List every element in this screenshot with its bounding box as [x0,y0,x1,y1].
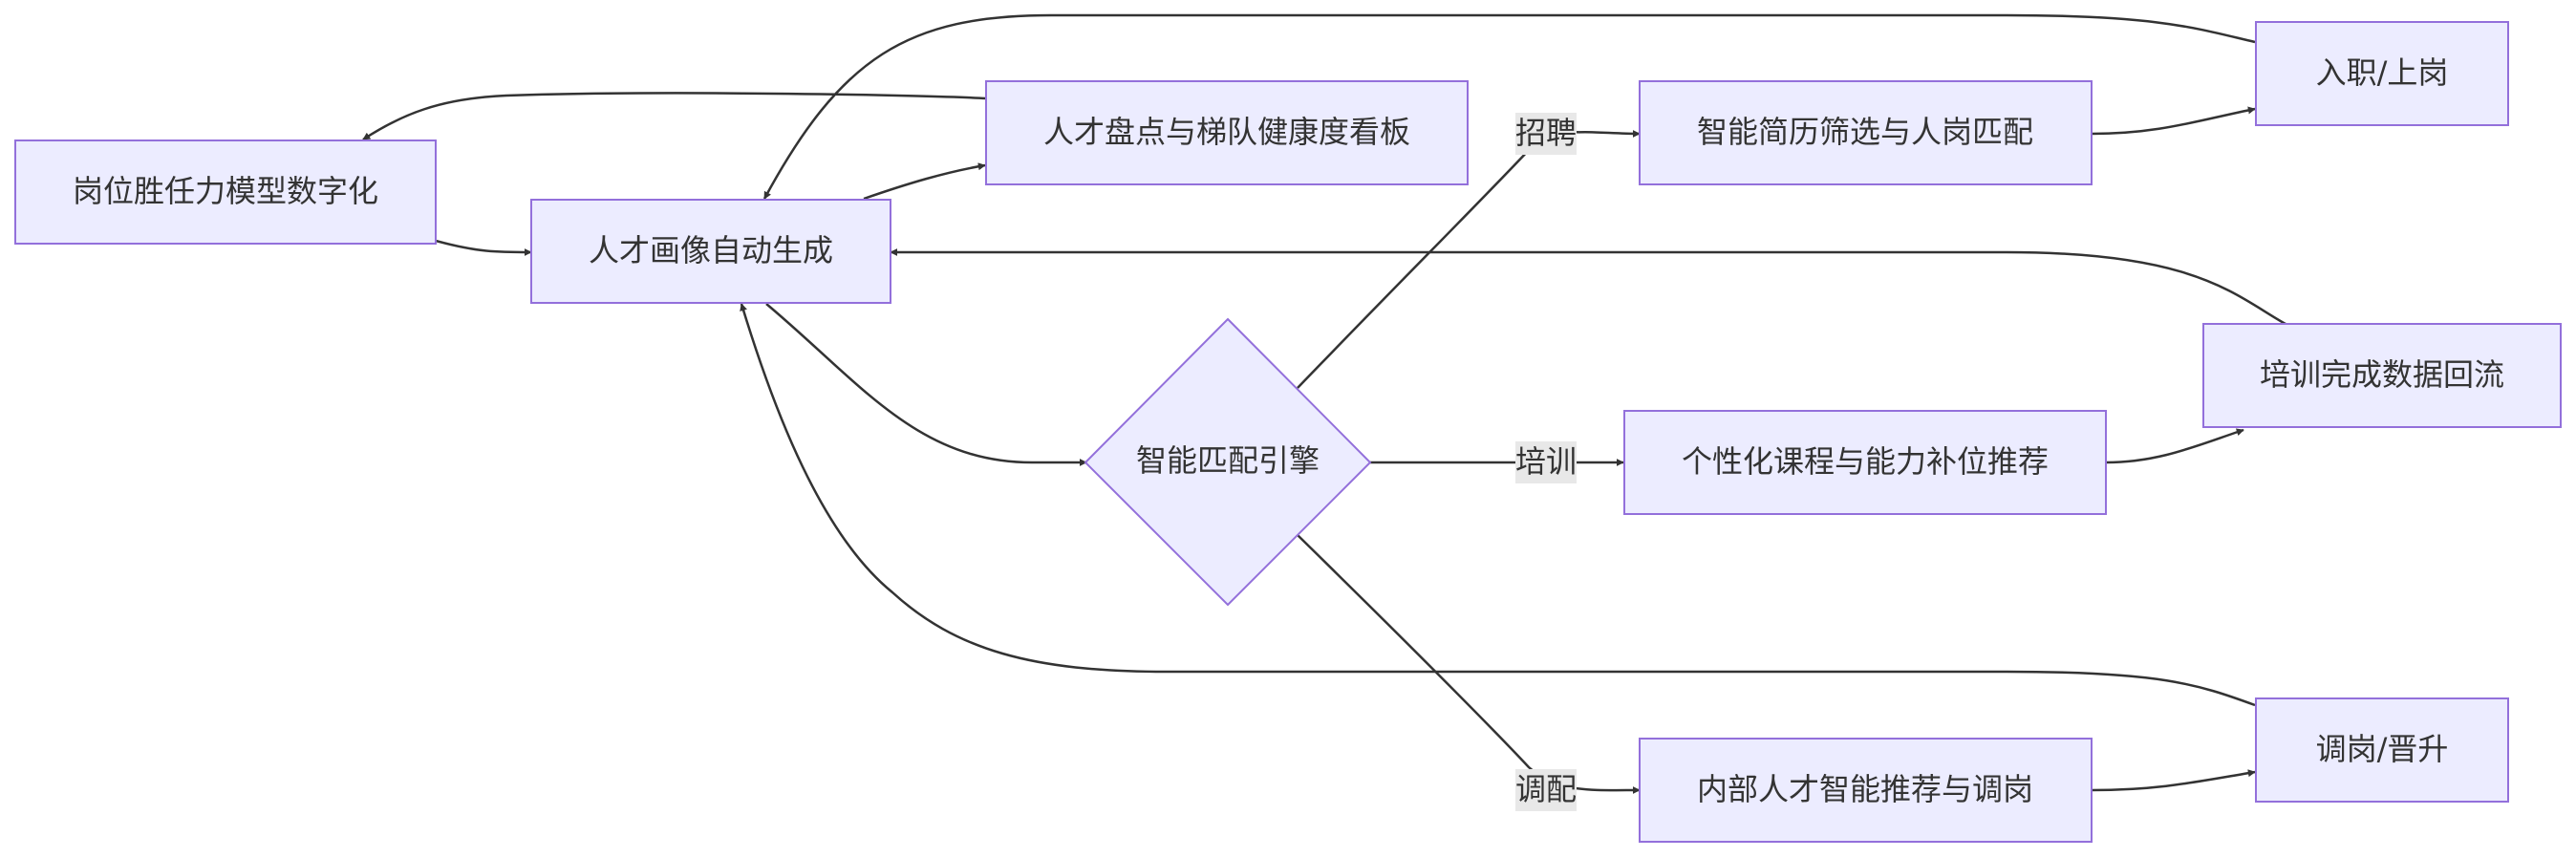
node-engine-label: 智能匹配引擎 [1136,442,1320,479]
edge-engine-to-internal [1297,534,1641,795]
edge-label-train-text: 培训 [1515,443,1577,480]
node-dashboard-label: 人才盘点与梯队健康度看板 [1043,114,1410,150]
node-internal-label: 内部人才智能推荐与调岗 [1697,771,2033,807]
node-trainback[interactable]: 培训完成数据回流 [2202,323,2562,428]
edge-label-train: 培训 [1515,441,1577,483]
edge-trainback-to-profile [890,248,2286,326]
edge-internal-to-transfer [2091,769,2256,792]
node-engine[interactable]: 智能匹配引擎 [1084,317,1372,607]
edge-labels: 招聘 培训 调配 [1515,113,1577,811]
edge-resume-to-onboard [2091,106,2256,136]
node-onboard[interactable]: 入职/上岗 [2255,21,2509,126]
node-transfer-label: 调岗/晋升 [2316,731,2449,767]
edge-label-recruit-text: 招聘 [1515,115,1577,151]
edge-label-allocate-text: 调配 [1515,771,1577,807]
edge-onboard-to-profile [762,13,2256,200]
node-course[interactable]: 个性化课程与能力补位推荐 [1623,410,2107,515]
node-dashboard[interactable]: 人才盘点与梯队健康度看板 [985,80,1469,185]
node-resume[interactable]: 智能简历筛选与人岗匹配 [1639,80,2093,185]
node-profile[interactable]: 人才画像自动生成 [530,199,891,304]
node-internal[interactable]: 内部人才智能推荐与调岗 [1639,738,2093,843]
edge-profile-to-engine [765,303,1087,466]
edge-transfer-to-profile [740,303,2256,707]
nodes: 岗位胜任力模型数字化 人才画像自动生成 人才盘点与梯队健康度看板 智能匹配引擎 … [14,21,2562,843]
node-course-label: 个性化课程与能力补位推荐 [1682,443,2049,480]
edge-dashboard-to-competency [362,92,987,141]
edge-engine-to-resume [1297,129,1641,389]
node-trainback-label: 培训完成数据回流 [2260,356,2504,393]
node-competency[interactable]: 岗位胜任力模型数字化 [14,139,437,245]
edges [362,13,2286,795]
edge-competency-to-profile [435,239,532,256]
edge-profile-to-dashboard [863,162,986,201]
edge-label-recruit: 招聘 [1515,113,1577,155]
edge-label-allocate: 调配 [1515,769,1577,811]
node-transfer[interactable]: 调岗/晋升 [2255,697,2509,803]
node-competency-label: 岗位胜任力模型数字化 [73,173,378,209]
node-onboard-label: 入职/上岗 [2316,54,2449,91]
edge-course-to-trainback [2105,428,2244,464]
node-resume-label: 智能简历筛选与人岗匹配 [1697,114,2033,150]
node-profile-label: 人才画像自动生成 [589,232,833,268]
